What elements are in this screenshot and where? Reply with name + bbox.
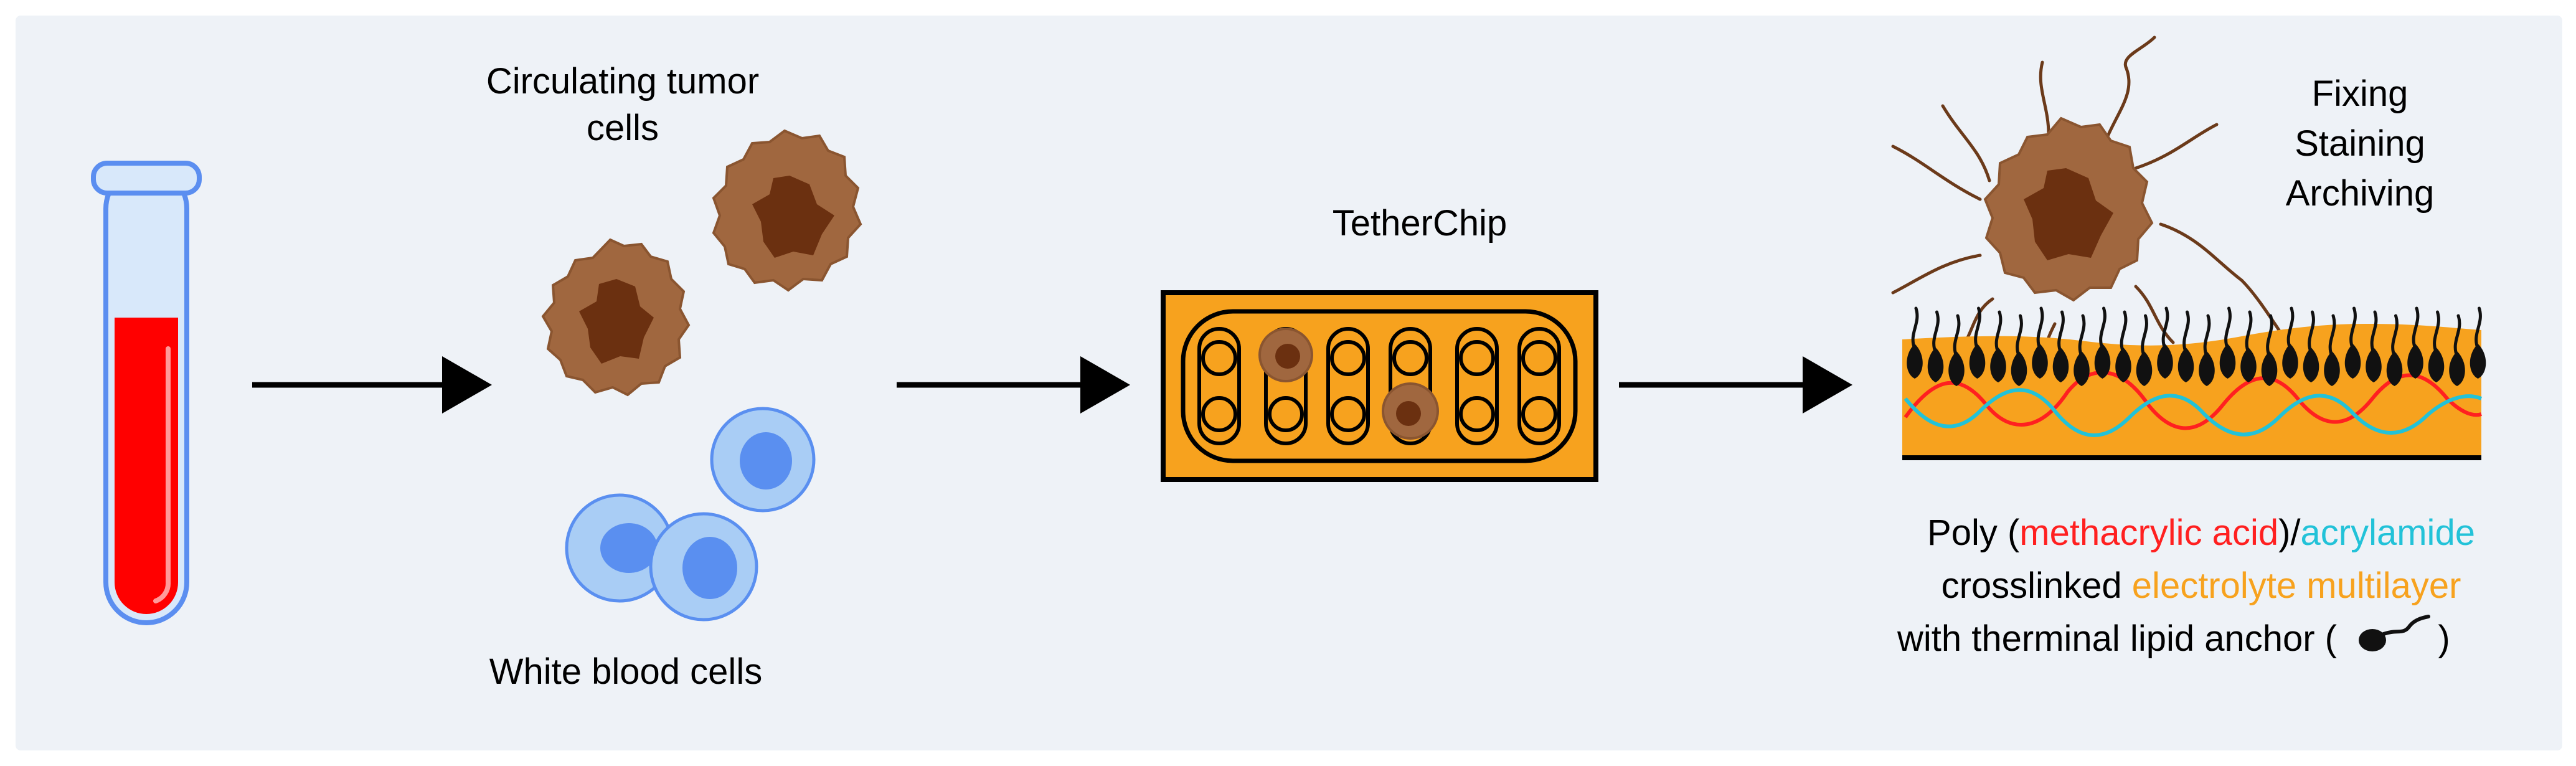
tetherchip-device bbox=[1161, 290, 1598, 482]
electrolyte-multilayer bbox=[1902, 324, 2481, 458]
step-archiving: Archiving bbox=[2286, 173, 2435, 214]
lipid-anchor bbox=[2386, 314, 2403, 386]
legend-methacrylic: methacrylic acid bbox=[2019, 513, 2278, 553]
white-blood-cell bbox=[710, 407, 816, 513]
cell-tethers bbox=[1891, 35, 2281, 363]
lipid-anchor bbox=[2157, 306, 2173, 379]
lipid-anchor bbox=[2074, 314, 2090, 386]
wbc-label: White blood cells bbox=[489, 651, 762, 692]
legend-line2: crosslinked electrolyte multilayer bbox=[1941, 565, 2461, 606]
lipid-anchor bbox=[2470, 306, 2486, 379]
chip-label: TetherChip bbox=[1333, 203, 1507, 244]
legend-line3: with therminal lipid anchor ( bbox=[1897, 618, 2337, 659]
lipid-anchor bbox=[2428, 310, 2445, 382]
legend-slash: )/ bbox=[2278, 513, 2301, 553]
lipid-anchor bbox=[1948, 314, 1965, 386]
arrow-right-icon bbox=[897, 356, 1130, 414]
legend-crosslinked: crosslinked bbox=[1941, 565, 2132, 606]
acrylamide-chain bbox=[1904, 388, 2483, 437]
chip-pillar bbox=[1326, 327, 1370, 445]
legend-electrolyte: electrolyte multilayer bbox=[2132, 565, 2461, 606]
lipid-anchor bbox=[2199, 314, 2215, 386]
lipid-anchor bbox=[2219, 306, 2236, 379]
legend-close-paren: ) bbox=[2438, 618, 2450, 659]
lipid-anchors bbox=[1907, 306, 2486, 386]
lipid-anchor bbox=[2366, 310, 2382, 382]
blood-tube-icon bbox=[91, 161, 202, 625]
legend-poly: Poly ( bbox=[1927, 513, 2019, 553]
lipid-anchor-icon bbox=[2359, 615, 2430, 651]
chip-pillar bbox=[1517, 327, 1561, 445]
tube-highlight bbox=[153, 346, 171, 603]
chip-pillar bbox=[1455, 327, 1499, 445]
lipid-anchor bbox=[2344, 306, 2361, 379]
legend-acrylamide: acrylamide bbox=[2301, 513, 2475, 553]
chip-pillar bbox=[1197, 327, 1241, 445]
lipid-anchor bbox=[1990, 310, 2006, 382]
ctc-label-line2: cells bbox=[587, 108, 659, 148]
arrow-right-icon bbox=[1619, 356, 1852, 414]
lipid-anchor bbox=[2261, 314, 2278, 386]
lipid-anchor bbox=[2240, 310, 2257, 382]
lipid-anchor bbox=[2011, 314, 2027, 386]
lipid-anchor bbox=[2282, 306, 2298, 379]
step-fixing: Fixing bbox=[2312, 73, 2409, 114]
lipid-anchor bbox=[1907, 306, 1923, 379]
lipid-anchor bbox=[2407, 306, 2423, 379]
tube-rim bbox=[91, 161, 202, 196]
lipid-anchor bbox=[2449, 314, 2465, 386]
arrow-right-icon bbox=[252, 356, 492, 414]
tumor-cell bbox=[541, 238, 691, 397]
chip-chamber bbox=[1181, 309, 1578, 463]
lipid-anchor bbox=[2177, 310, 2194, 382]
lipid-anchor bbox=[2052, 310, 2069, 382]
lipid-anchor bbox=[2032, 306, 2048, 379]
lipid-anchor bbox=[2303, 310, 2319, 382]
lipid-anchor bbox=[1969, 306, 1986, 379]
lipid-anchor bbox=[2115, 310, 2131, 382]
lipid-anchor bbox=[2324, 314, 2340, 386]
legend-line1: Poly (methacrylic acid)/acrylamide bbox=[1927, 513, 2475, 553]
tumor-cell bbox=[1258, 328, 1313, 382]
ctc-label-line1: Circulating tumor bbox=[486, 61, 759, 102]
lipid-anchor bbox=[2094, 306, 2111, 379]
lipid-anchor bbox=[2136, 314, 2153, 386]
blood-fill bbox=[115, 318, 178, 614]
tumor-cell bbox=[1382, 382, 1439, 440]
step-staining: Staining bbox=[2295, 123, 2425, 164]
white-blood-cell bbox=[649, 512, 758, 622]
lipid-anchor bbox=[1927, 310, 1944, 382]
tumor-cell bbox=[712, 129, 862, 292]
tethered-tumor-cell bbox=[1983, 116, 2154, 302]
